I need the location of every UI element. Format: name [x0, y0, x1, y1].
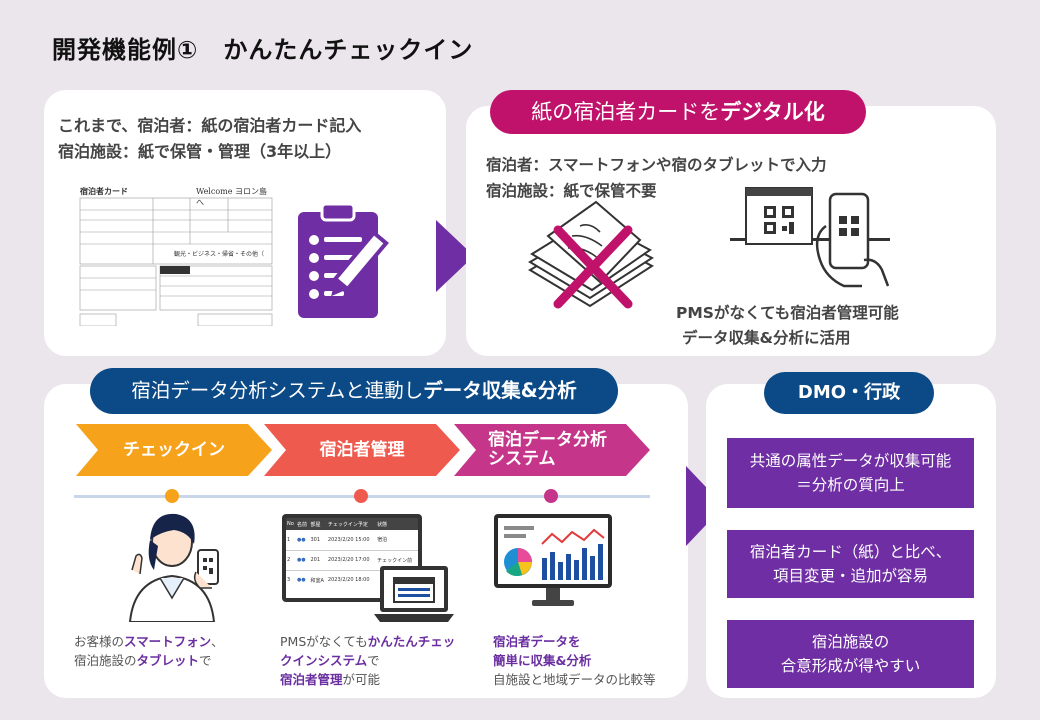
flow-pill-text: 宿泊データ分析システムと連動し	[131, 379, 424, 402]
paper-guest-card: 宿泊者カード Welcome ヨロン島へ 観光・ビジネス・帰省・その他（	[78, 186, 274, 326]
table-cell: 2023/2/20 18:00	[327, 577, 370, 584]
caption-emphasis: 宿泊者データを	[493, 634, 581, 649]
table-header: 部屋	[310, 521, 321, 528]
timeline-dot-checkin	[165, 489, 179, 503]
staff-with-smartphone-icon	[112, 510, 232, 623]
after-line-2: 宿泊施設：紙で保管不要	[486, 182, 657, 200]
caption-analytics: 宿泊者データを 簡単に収集&分析 自施設と地域データの比較等	[493, 632, 683, 689]
pms-laptop: No 名前 部屋 チェックイン予定 状態 1 ●● 301 2023/2/20 …	[282, 514, 462, 626]
dmo-pill: DMO・行政	[764, 372, 934, 414]
step-analytics: 宿泊データ分析 システム	[454, 424, 650, 476]
caption-text: お客様の	[74, 634, 125, 649]
table-cell: ●●	[296, 577, 306, 584]
step-checkin: チェックイン	[76, 424, 272, 476]
step-analytics-label-2: システム	[488, 449, 556, 469]
flow-pill: 宿泊データ分析システムと連動しデータ収集&分析	[90, 368, 618, 414]
flow-pill-bold: データ収集&分析	[423, 379, 577, 402]
table-row: 3 ●● 和室A 2023/2/20 18:00	[286, 570, 418, 590]
pms-screen: No 名前 部屋 チェックイン予定 状態 1 ●● 301 2023/2/20 …	[282, 514, 422, 602]
dmo-box-consensus-line-2: 合意形成が得やすい	[780, 657, 921, 675]
dmo-box-consensus-line-1: 宿泊施設の	[811, 633, 890, 651]
dmo-box-items-line-1: 宿泊者カード（紙）と比べ、	[749, 543, 952, 561]
caption-checkin: お客様のスマートフォン、 宿泊施設のタブレットで	[74, 632, 264, 670]
table-cell: 2	[287, 557, 291, 563]
step-checkin-shape	[76, 424, 272, 476]
after-note-2: データ収集&分析に活用	[682, 329, 851, 347]
digitize-pill: 紙の宿泊者カードをデジタル化	[490, 90, 866, 134]
caption-emphasis: かんたんチェッ	[367, 634, 456, 649]
table-header: 名前	[296, 521, 307, 528]
step-guest-management: 宿泊者管理	[264, 424, 460, 476]
table-cell: ●●	[296, 536, 306, 543]
step-analytics-label-1: 宿泊データ分析	[488, 430, 607, 450]
clipboard-checklist-icon	[292, 202, 404, 324]
caption-text: で	[367, 653, 380, 668]
table-cell: 1	[287, 536, 291, 543]
pms-table: No 名前 部屋 チェックイン予定 状態 1 ●● 301 2023/2/20 …	[286, 518, 418, 590]
caption-emphasis: スマートフォン	[124, 634, 212, 649]
page-title: 開発機能例① かんたんチェックイン	[52, 36, 474, 64]
table-cell: 301	[310, 536, 321, 543]
table-row: No 名前 部屋 チェックイン予定 状態	[286, 518, 418, 530]
caption-text: 、	[211, 634, 224, 649]
before-line-1: これまで、宿泊者：紙の宿泊者カード記入	[58, 116, 362, 135]
step-guest-management-shape	[264, 424, 460, 476]
caption-text: で	[199, 653, 212, 668]
caption-emphasis: 宿泊者管理	[280, 672, 343, 687]
caption-text: 宿泊施設の	[74, 653, 137, 668]
table-header: チェックイン予定	[327, 521, 368, 528]
digitize-pill-text: 紙の宿泊者カードを	[531, 100, 721, 124]
caption-emphasis: タブレット	[136, 653, 200, 668]
table-cell: 3	[287, 577, 291, 584]
step-guest-management-label: 宿泊者管理	[319, 439, 405, 460]
digitize-pill-bold: デジタル化	[720, 100, 825, 124]
dmo-box-items: 宿泊者カード（紙）と比べ、 項目変更・追加が容易	[727, 530, 974, 598]
laptop-icon	[374, 566, 454, 622]
table-cell: 宿泊	[377, 537, 388, 544]
caption-management: PMSがなくてもかんたんチェッ クインシステムで 宿泊者管理が可能	[280, 632, 480, 689]
dmo-box-data-line-2: ＝分析の質向上	[796, 476, 905, 494]
step-analytics-shape	[454, 424, 650, 476]
paper-stack-crossed-icon	[520, 200, 660, 320]
dmo-box-items-line-2: 項目変更・追加が容易	[772, 567, 928, 585]
dmo-box-data: 共通の属性データが収集可能 ＝分析の質向上	[727, 438, 974, 508]
caption-text: 自施設と地域データの比較等	[493, 672, 656, 687]
card-purpose: 観光・ビジネス・帰省・その他（	[174, 251, 265, 258]
table-row: 2 ●● 201 2023/2/20 17:00 チェックイン前	[286, 550, 418, 570]
table-cell: 和室A	[310, 577, 324, 584]
table-cell: 2023/2/20 17:00	[327, 557, 370, 563]
caption-emphasis: クインシステム	[280, 653, 368, 668]
after-line-1: 宿泊者：スマートフォンや宿のタブレットで入力	[486, 156, 827, 174]
analytics-monitor-icon	[494, 514, 612, 610]
table-header: 状態	[377, 521, 388, 528]
after-note-1: PMSがなくても宿泊者管理可能	[676, 304, 899, 322]
timeline-dot-management	[354, 489, 368, 503]
table-cell: 2023/2/20 15:00	[327, 536, 370, 543]
card-heading: 宿泊者カード	[80, 187, 128, 196]
table-header: No	[287, 521, 294, 527]
caption-emphasis: 簡単に収集&分析	[493, 653, 592, 668]
caption-text: が可能	[342, 672, 381, 687]
table-cell: チェックイン前	[377, 557, 413, 564]
table-cell: ●●	[296, 557, 306, 563]
table-row: 1 ●● 301 2023/2/20 15:00 宿泊	[286, 530, 418, 550]
before-line-2: 宿泊施設：紙で保管・管理（3年以上）	[58, 142, 342, 161]
timeline-dot-analytics	[544, 489, 558, 503]
dmo-box-consensus: 宿泊施設の 合意形成が得やすい	[727, 620, 974, 688]
step-checkin-label: チェックイン	[123, 439, 225, 460]
dmo-box-data-line-1: 共通の属性データが収集可能	[749, 452, 952, 470]
card-welcome: Welcome ヨロン島へ	[196, 187, 268, 207]
table-cell: 201	[310, 557, 321, 563]
step-analytics-label: 宿泊データ分析 システム	[454, 424, 650, 476]
caption-text: PMSがなくても	[280, 634, 368, 649]
qr-scan-icon	[730, 186, 890, 290]
